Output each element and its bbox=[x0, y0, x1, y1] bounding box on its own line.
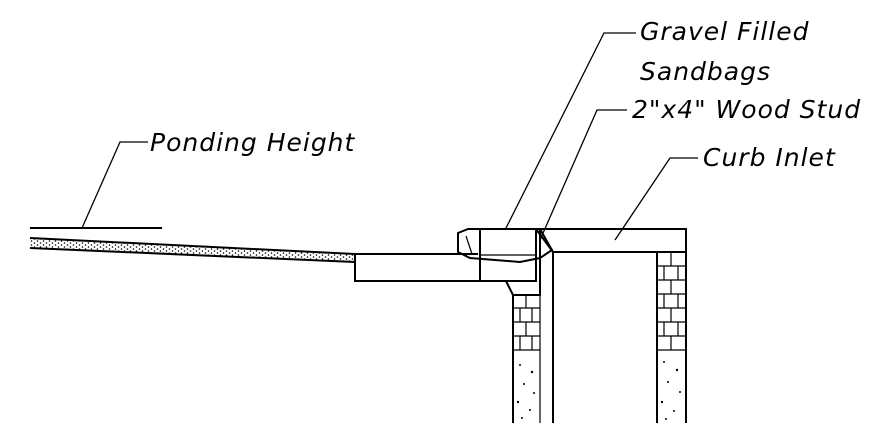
inlet-wall-right bbox=[656, 252, 687, 423]
label-gravel-line2: Sandbags bbox=[640, 57, 771, 86]
label-ponding-height: Ponding Height bbox=[150, 128, 356, 157]
label-wood-stud: 2"x4" Wood Stud bbox=[632, 95, 861, 124]
leader-curb bbox=[614, 157, 698, 241]
leader-sandbag bbox=[504, 32, 636, 231]
gutter bbox=[354, 249, 553, 296]
label-curb-inlet: Curb Inlet bbox=[703, 143, 836, 172]
gravel-sandbag bbox=[457, 228, 541, 264]
label-gravel-line1: Gravel Filled bbox=[640, 17, 810, 46]
leader-stud bbox=[539, 109, 627, 241]
leader-ponding bbox=[81, 141, 148, 229]
inlet-wall-left bbox=[512, 295, 554, 423]
curb-inlet-slab bbox=[535, 228, 687, 295]
pavement bbox=[29, 237, 356, 263]
